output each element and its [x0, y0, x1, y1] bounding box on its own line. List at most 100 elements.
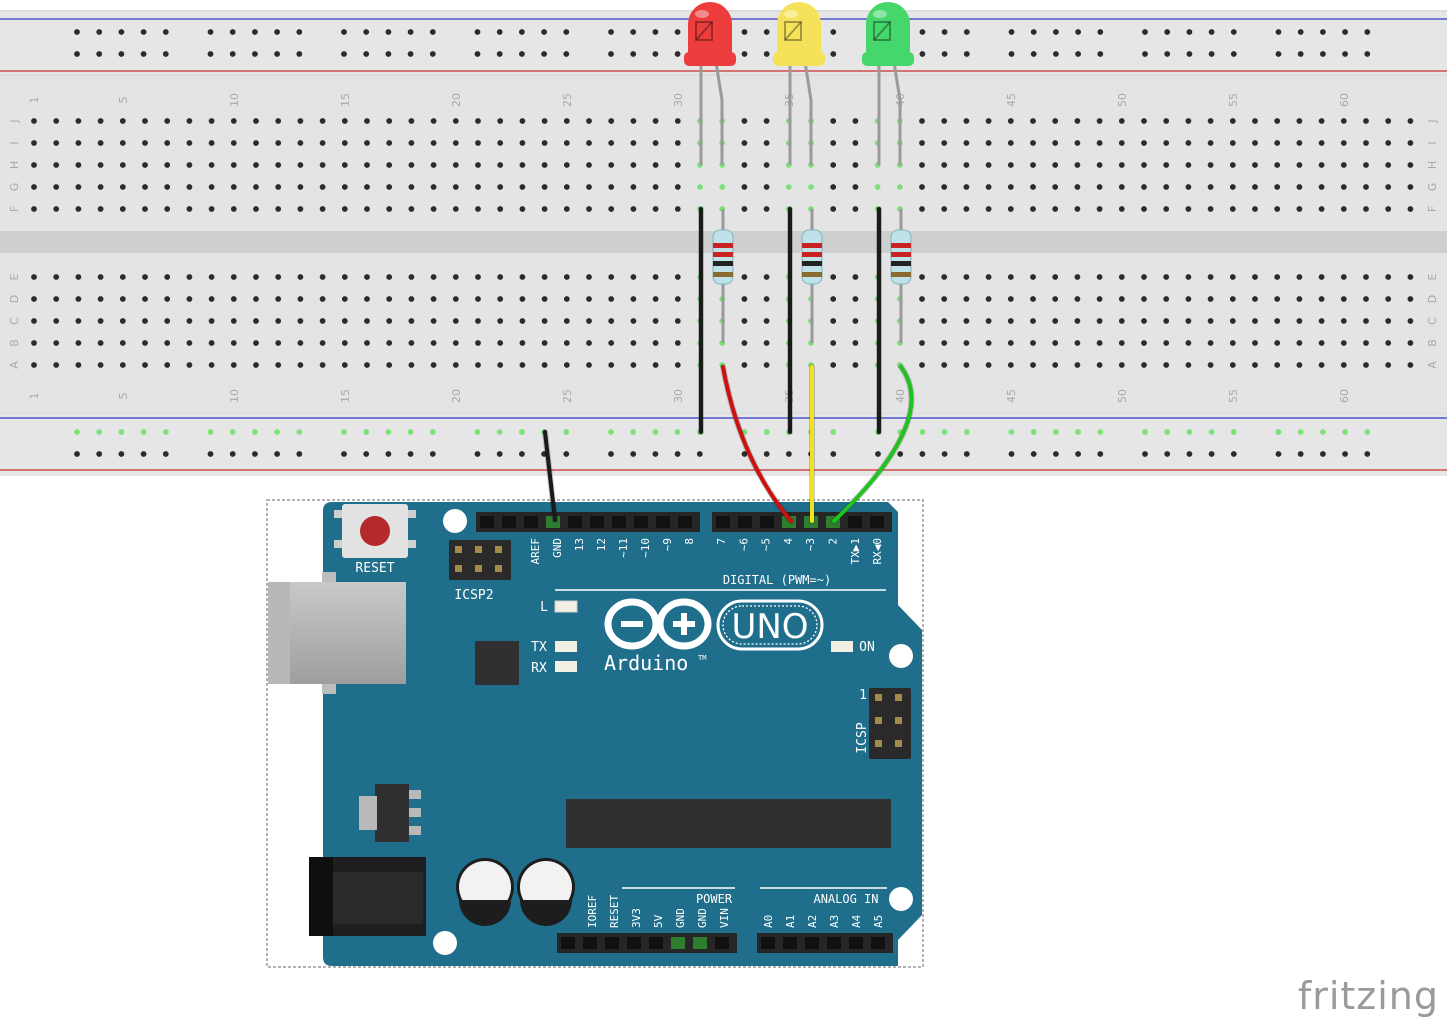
breadboard-hole[interactable] [741, 140, 748, 146]
rail-hole[interactable] [207, 29, 214, 35]
breadboard-hole[interactable] [452, 318, 459, 324]
breadboard-hole[interactable] [386, 118, 393, 124]
rail-hole[interactable] [519, 51, 525, 57]
rail-hole[interactable] [1208, 29, 1215, 35]
breadboard-hole[interactable] [608, 296, 615, 302]
breadboard-hole[interactable] [1252, 362, 1258, 368]
rail-hole[interactable] [1053, 429, 1059, 435]
breadboard-hole[interactable] [1207, 340, 1214, 346]
breadboard-hole[interactable] [208, 118, 215, 124]
breadboard-hole[interactable] [741, 296, 748, 302]
breadboard-hole[interactable] [919, 274, 925, 280]
breadboard-hole[interactable] [563, 318, 570, 324]
breadboard-hole[interactable] [741, 118, 748, 124]
header-pin[interactable] [502, 516, 516, 528]
breadboard-hole[interactable] [1141, 184, 1147, 190]
breadboard-hole[interactable] [386, 184, 393, 190]
rail-hole[interactable] [274, 429, 280, 435]
breadboard-hole[interactable] [319, 318, 326, 324]
rail-hole[interactable] [1030, 51, 1037, 57]
breadboard-hole[interactable] [985, 184, 992, 190]
breadboard-hole[interactable] [452, 140, 459, 146]
breadboard-hole[interactable] [186, 184, 193, 190]
header-pin[interactable] [649, 937, 663, 949]
rail-hole[interactable] [474, 51, 481, 57]
header-pin[interactable] [590, 516, 604, 528]
breadboard-hole[interactable] [297, 296, 304, 302]
breadboard-hole[interactable] [1407, 162, 1414, 168]
breadboard-hole[interactable] [497, 362, 504, 368]
breadboard-hole[interactable] [985, 296, 992, 302]
rail-hole[interactable] [74, 429, 80, 435]
breadboard-hole[interactable] [586, 184, 592, 190]
breadboard-hole[interactable] [1185, 296, 1192, 302]
rail-hole[interactable] [1297, 429, 1304, 435]
breadboard-hole[interactable] [919, 162, 925, 168]
breadboard-hole[interactable] [1318, 340, 1325, 346]
rail-hole[interactable] [274, 51, 280, 57]
rail-hole[interactable] [496, 451, 503, 457]
rail-hole[interactable] [1364, 451, 1371, 457]
rail-hole[interactable] [363, 51, 370, 57]
breadboard-hole[interactable] [1363, 296, 1369, 302]
breadboard-hole[interactable] [630, 162, 637, 168]
breadboard-hole[interactable] [674, 274, 681, 280]
breadboard-hole[interactable] [75, 162, 82, 168]
breadboard-hole[interactable] [230, 162, 237, 168]
breadboard-hole[interactable] [53, 118, 60, 124]
breadboard-hole[interactable] [763, 296, 770, 302]
breadboard-hole[interactable] [452, 184, 459, 190]
rail-hole[interactable] [963, 51, 970, 57]
breadboard-hole[interactable] [1141, 274, 1147, 280]
rail-hole[interactable] [1275, 51, 1282, 57]
rail-hole[interactable] [786, 451, 792, 457]
breadboard-hole[interactable] [963, 206, 970, 212]
breadboard-hole[interactable] [1229, 296, 1236, 302]
breadboard-hole[interactable] [586, 362, 592, 368]
rail-hole[interactable] [519, 451, 525, 457]
breadboard-hole[interactable] [119, 362, 126, 368]
rail-hole[interactable] [274, 451, 280, 457]
breadboard-hole[interactable] [164, 296, 171, 302]
rail-hole[interactable] [696, 451, 703, 457]
breadboard-hole[interactable] [1007, 318, 1014, 324]
breadboard-hole[interactable] [497, 184, 504, 190]
breadboard-hole[interactable] [386, 318, 393, 324]
header-pin[interactable] [612, 516, 626, 528]
header-pin[interactable] [561, 937, 575, 949]
breadboard-hole[interactable] [830, 206, 837, 212]
rail-hole[interactable] [830, 51, 837, 57]
breadboard-hole[interactable] [1363, 340, 1369, 346]
rail-hole[interactable] [1008, 429, 1015, 435]
breadboard-hole[interactable] [1030, 340, 1036, 346]
breadboard-hole[interactable] [386, 296, 393, 302]
breadboard-hole[interactable] [386, 274, 393, 280]
rail-hole[interactable] [763, 51, 770, 57]
breadboard-hole[interactable] [186, 340, 193, 346]
breadboard-hole[interactable] [408, 162, 415, 168]
rail-hole[interactable] [652, 51, 659, 57]
breadboard-hole[interactable] [208, 162, 215, 168]
breadboard-hole[interactable] [253, 206, 259, 212]
rail-hole[interactable] [608, 429, 614, 435]
breadboard-hole[interactable] [652, 162, 659, 168]
breadboard-hole[interactable] [519, 118, 526, 124]
breadboard-hole[interactable] [985, 362, 992, 368]
breadboard-hole[interactable] [452, 340, 459, 346]
breadboard-hole[interactable] [164, 206, 171, 212]
breadboard-hole[interactable] [852, 340, 859, 346]
breadboard-hole[interactable] [1318, 140, 1325, 146]
breadboard-hole[interactable] [1096, 274, 1103, 280]
rail-hole[interactable] [1030, 29, 1037, 35]
rail-hole[interactable] [429, 29, 436, 35]
breadboard-hole[interactable] [497, 140, 504, 146]
rail-hole[interactable] [519, 29, 525, 35]
breadboard-hole[interactable] [1118, 340, 1125, 346]
breadboard-hole[interactable] [75, 340, 82, 346]
breadboard-hole[interactable] [1074, 162, 1081, 168]
breadboard-hole[interactable] [541, 162, 548, 168]
rail-hole[interactable] [1364, 51, 1371, 57]
breadboard-hole[interactable] [1252, 318, 1258, 324]
breadboard-hole[interactable] [186, 140, 193, 146]
breadboard-hole[interactable] [608, 274, 615, 280]
